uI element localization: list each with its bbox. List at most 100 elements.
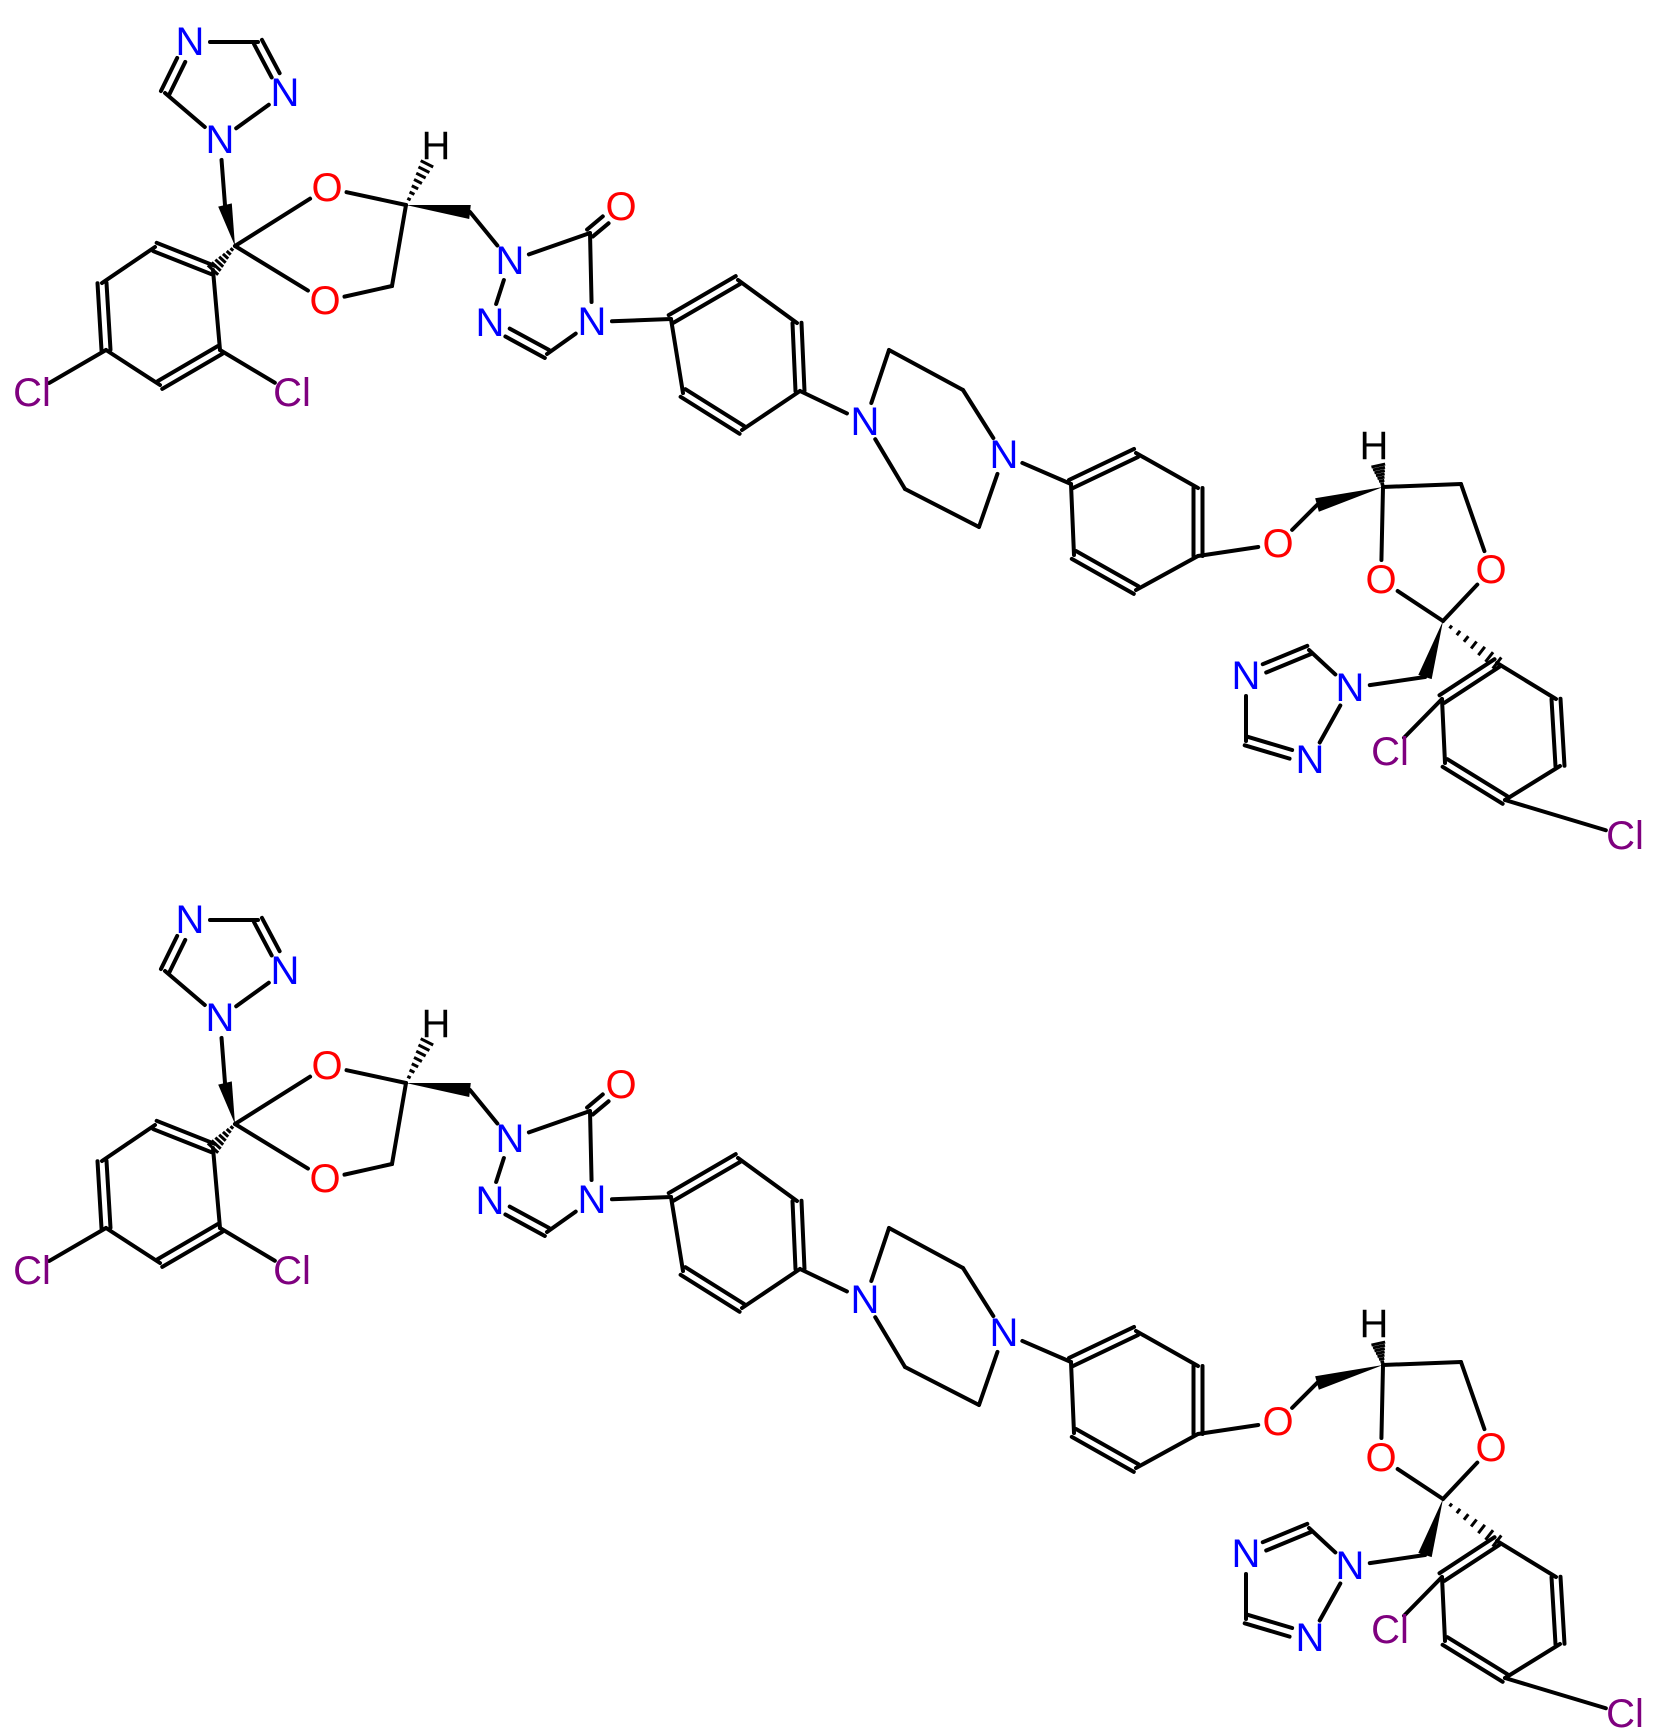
single-bond <box>669 1195 685 1273</box>
single-bond <box>1459 482 1487 554</box>
double-bond-line <box>590 1099 611 1117</box>
hashed-wedge-bond <box>406 1037 434 1080</box>
double-bond-line <box>167 59 188 97</box>
atom-label-h: H <box>422 124 451 168</box>
single-bond <box>1290 1381 1319 1410</box>
double-bond-line <box>678 1272 742 1314</box>
single-bond <box>163 969 207 1008</box>
single-bond <box>1440 1575 1447 1643</box>
single-bond <box>47 1226 108 1263</box>
single-bond <box>233 196 313 248</box>
single-bond <box>100 245 157 285</box>
single-bond <box>588 231 594 305</box>
double-bond-line <box>1442 664 1502 705</box>
double-bond-line <box>585 214 605 232</box>
wedge-bond <box>218 1081 235 1124</box>
single-bond <box>1134 554 1200 592</box>
single-bond <box>211 268 222 352</box>
atom-label-n: N <box>271 71 300 115</box>
double-bond-line <box>671 1159 743 1203</box>
single-bond <box>234 980 271 1009</box>
single-bond <box>1503 764 1562 802</box>
single-bond <box>887 348 965 392</box>
atom-label-cl: Cl <box>1606 1692 1644 1736</box>
single-bond <box>869 348 891 406</box>
single-bond <box>1020 460 1073 486</box>
single-bond <box>873 437 907 491</box>
single-bond <box>609 1195 673 1202</box>
atom-label-o: O <box>309 279 340 323</box>
double-bond-line <box>1442 1542 1502 1583</box>
atom-label-cl: Cl <box>1371 730 1409 774</box>
single-bond <box>233 1122 310 1171</box>
atom-label-n: N <box>176 898 205 942</box>
atom-label-n: N <box>578 300 607 344</box>
single-bond <box>47 348 108 385</box>
atom-label-cl: Cl <box>13 1249 51 1293</box>
atom-label-o: O <box>1475 548 1506 592</box>
double-bond-line <box>160 1229 225 1269</box>
hashed-wedge-bond <box>406 159 434 202</box>
atom-label-o: O <box>605 185 636 229</box>
atom-label-n: N <box>578 1178 607 1222</box>
single-bond <box>390 203 408 288</box>
single-bond <box>526 231 592 257</box>
single-bond <box>873 1315 907 1369</box>
atom-label-h: H <box>1360 1302 1389 1346</box>
double-bond-line <box>507 1204 552 1231</box>
atom-label-n: N <box>176 20 205 64</box>
double-bond-line <box>1074 1427 1141 1467</box>
atom-label-n: N <box>990 1311 1019 1355</box>
double-bond-line <box>1260 1521 1310 1545</box>
single-bond <box>961 388 996 441</box>
double-bond-line <box>1067 446 1137 482</box>
atom-label-n: N <box>206 118 235 162</box>
double-bond-line <box>1549 1575 1558 1647</box>
double-bond-line <box>259 915 282 954</box>
single-bond <box>977 1349 1000 1407</box>
double-bond-line <box>1558 1574 1567 1646</box>
atom-label-n: N <box>1336 666 1365 710</box>
single-bond <box>545 331 578 356</box>
hashed-wedge-bond <box>206 247 235 276</box>
single-bond <box>1503 1676 1608 1711</box>
single-bond <box>219 1035 227 1085</box>
double-bond-line <box>154 240 217 268</box>
bond-layer <box>47 37 1608 1711</box>
wedge-bond <box>218 203 235 246</box>
double-bond-line <box>1445 1635 1510 1677</box>
single-bond <box>342 1162 394 1177</box>
atom-label-o: O <box>1262 1400 1293 1444</box>
double-bond-line <box>160 351 225 391</box>
single-bond <box>163 91 207 130</box>
double-bond-line <box>1069 1434 1136 1474</box>
single-bond <box>740 1267 802 1310</box>
atom-label-n: N <box>206 996 235 1040</box>
single-bond <box>1290 503 1319 532</box>
double-bond-line <box>1549 697 1558 769</box>
atom-label-o: O <box>1365 558 1396 602</box>
single-bond <box>798 1267 849 1294</box>
double-bond-line <box>1260 643 1310 667</box>
single-bond <box>609 317 673 324</box>
atom-label-n: N <box>1296 738 1325 782</box>
double-bond-line <box>252 42 274 80</box>
double-bond-line <box>1440 764 1505 806</box>
double-bond-line <box>1264 652 1313 675</box>
single-bond <box>494 1156 506 1184</box>
single-bond <box>104 1226 162 1265</box>
wedge-bond <box>1315 487 1383 512</box>
atom-label-cl: Cl <box>273 371 311 415</box>
atom-label-o: O <box>1262 522 1293 566</box>
single-bond <box>468 1088 500 1126</box>
atom-label-o: O <box>1475 1426 1506 1470</box>
atom-label-o: O <box>605 1063 636 1107</box>
single-bond <box>233 244 310 293</box>
double-bond-line <box>590 221 611 239</box>
hashed-wedge-bond <box>1371 1340 1386 1364</box>
double-bond-line <box>1245 734 1295 752</box>
double-bond-line <box>104 1158 113 1230</box>
double-bond-line <box>1074 549 1141 589</box>
